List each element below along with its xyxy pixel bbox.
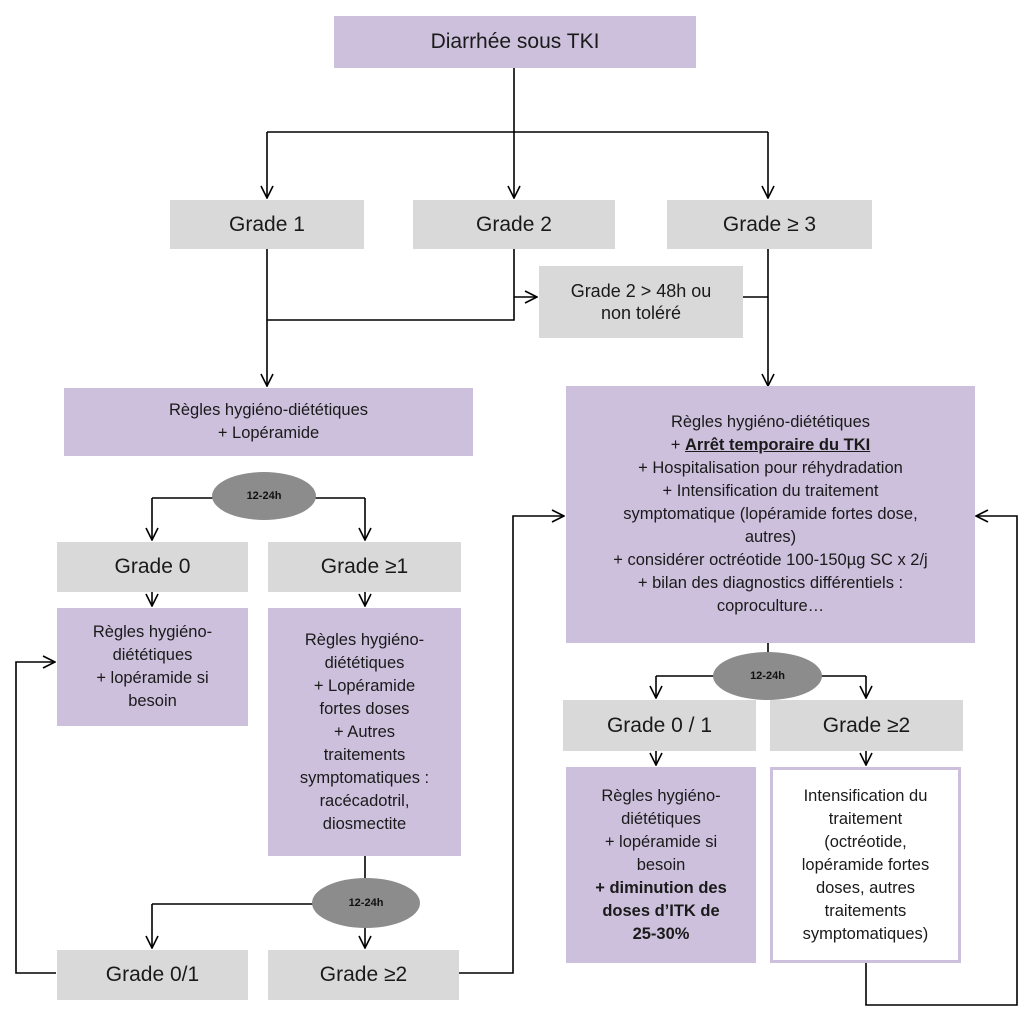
left-ge1-treatment-line9: diosmectite [322,814,407,833]
right-grade01-treatment-node: Règles hygiéno- diététiques + lopéramide… [566,767,756,963]
right-treatment-line7: + considérer octréotide 100-150µg SC x 2… [613,551,928,569]
right-ge2-treatment-line6: traitements [824,901,907,920]
right-grade01-treatment-line5: + diminution des [595,878,727,897]
right-grade01-treatment-line7: 25-30% [632,924,690,943]
left-ge1-treatment-line6: traitements [323,745,406,764]
right-grade-ge2-node: Grade ≥2 [770,700,963,751]
top-label: Diarrhée sous TKI [430,30,600,53]
left-ge1-treatment-line1: Règles hygiéno- [304,630,425,649]
left-grade0-treatment-line4: besoin [128,692,177,710]
left-treatment-line1: Règles hygiéno-diététiques [168,401,369,419]
right-ge2-treatment-line2: traitement [828,809,903,828]
right-treatment-line6: autres) [744,528,797,546]
left-grade-ge2-node: Grade ≥2 [268,950,459,1000]
oval-left-top-label: 12-24h [246,490,282,502]
left-ge1-treatment-line3: + Lopéramide [313,676,416,695]
right-ge2-treatment-line3: (octréotide, [824,832,907,851]
oval-right-label: 12-24h [750,670,785,682]
oval-left-bottom-label: 12-24h [348,897,384,909]
right-grade01-treatment-line1: Règles hygiéno- [601,786,721,805]
right-treatment-node: Règles hygiéno-diététiques + Arrêt tempo… [566,386,975,643]
oval-12-24h-left-top: 12-24h [212,472,316,520]
grade2-label: Grade 2 [476,212,552,236]
left-ge1-treatment-line5: + Autres [334,722,395,741]
right-ge2-treatment-line5: doses, autres [815,878,916,897]
grade1-node: Grade 1 [170,200,364,249]
left-grade0-treatment-line2: diététiques [112,646,193,664]
left-grade0-treatment-line1: Règles hygiéno- [92,623,213,641]
left-grade01-node: Grade 0/1 [57,950,248,1000]
left-ge1-treatment-line4: fortes doses [319,699,410,718]
right-grade01-label: Grade 0 / 1 [606,713,713,737]
left-grade-ge1-label: Grade ≥1 [320,555,409,578]
oval-12-24h-left-bottom: 12-24h [312,878,420,928]
right-grade01-treatment-line3: + lopéramide si [604,832,718,851]
right-ge2-treatment-node: Intensification du traitement (octréotid… [770,767,961,963]
left-ge1-treatment-line8: racécadotril, [319,791,410,810]
left-grade-ge2-label: Grade ≥2 [319,963,408,986]
right-ge2-treatment-line4: lopéramide fortes [801,855,930,874]
grade2-48h-line2: non toléré [600,303,682,323]
left-grade0-treatment-node: Règles hygiéno- diététiques + lopéramide… [57,608,248,726]
right-treatment-line4: + Intensification du traitement [662,482,879,500]
right-grade01-treatment-line6: doses d’ITK de [602,901,720,920]
left-treatment-node: Règles hygiéno-diététiques + Lopéramide [64,388,473,456]
right-ge2-treatment-line7: symptomatiques) [802,924,929,943]
right-ge2-treatment-line1: Intensification du [803,786,928,805]
grade3-node: Grade ≥ 3 [667,200,872,249]
left-grade01-label: Grade 0/1 [105,963,200,986]
right-treatment-line2: + Arrêt temporaire du TKI [671,434,870,457]
right-treatment-line8: + bilan des diagnostics différentiels : [637,574,904,592]
left-grade0-node: Grade 0 [57,542,248,592]
right-grade01-node: Grade 0 / 1 [563,700,756,751]
left-grade0-treatment-line3: + lopéramide si [96,669,209,687]
right-treatment-stop-tki: Arrêt temporaire du TKI [685,436,871,454]
grade3-label: Grade ≥ 3 [722,212,817,236]
top-node-diarrhee: Diarrhée sous TKI [334,16,696,68]
left-ge1-treatment-node: Règles hygiéno- diététiques + Lopéramide… [268,608,461,856]
right-treatment-line3: + Hospitalisation pour réhydradation [638,459,903,477]
left-treatment-line2: + Lopéramide [217,424,320,442]
oval-12-24h-right: 12-24h [713,652,822,700]
right-treatment-line2-prefix: + [670,436,685,454]
grade2-node: Grade 2 [413,200,615,249]
left-grade0-label: Grade 0 [114,555,191,578]
right-grade01-treatment-line2: diététiques [621,809,701,828]
right-treatment-line1: Règles hygiéno-diététiques [670,413,871,431]
grade2-48h-line1: Grade 2 > 48h ou [570,281,712,301]
left-ge1-treatment-line2: diététiques [324,653,405,672]
left-ge1-treatment-line7: symptomatiques : [299,768,430,787]
right-grade-ge2-label: Grade ≥2 [822,713,911,737]
grade1-label: Grade 1 [229,212,305,236]
left-grade-ge1-node: Grade ≥1 [268,542,461,592]
right-treatment-line5: symptomatique (lopéramide fortes dose, [623,505,918,523]
right-grade01-treatment-line4: besoin [636,855,686,874]
grade2-48h-node: Grade 2 > 48h ou non toléré [539,266,743,338]
right-treatment-line9: coproculture… [716,597,825,615]
